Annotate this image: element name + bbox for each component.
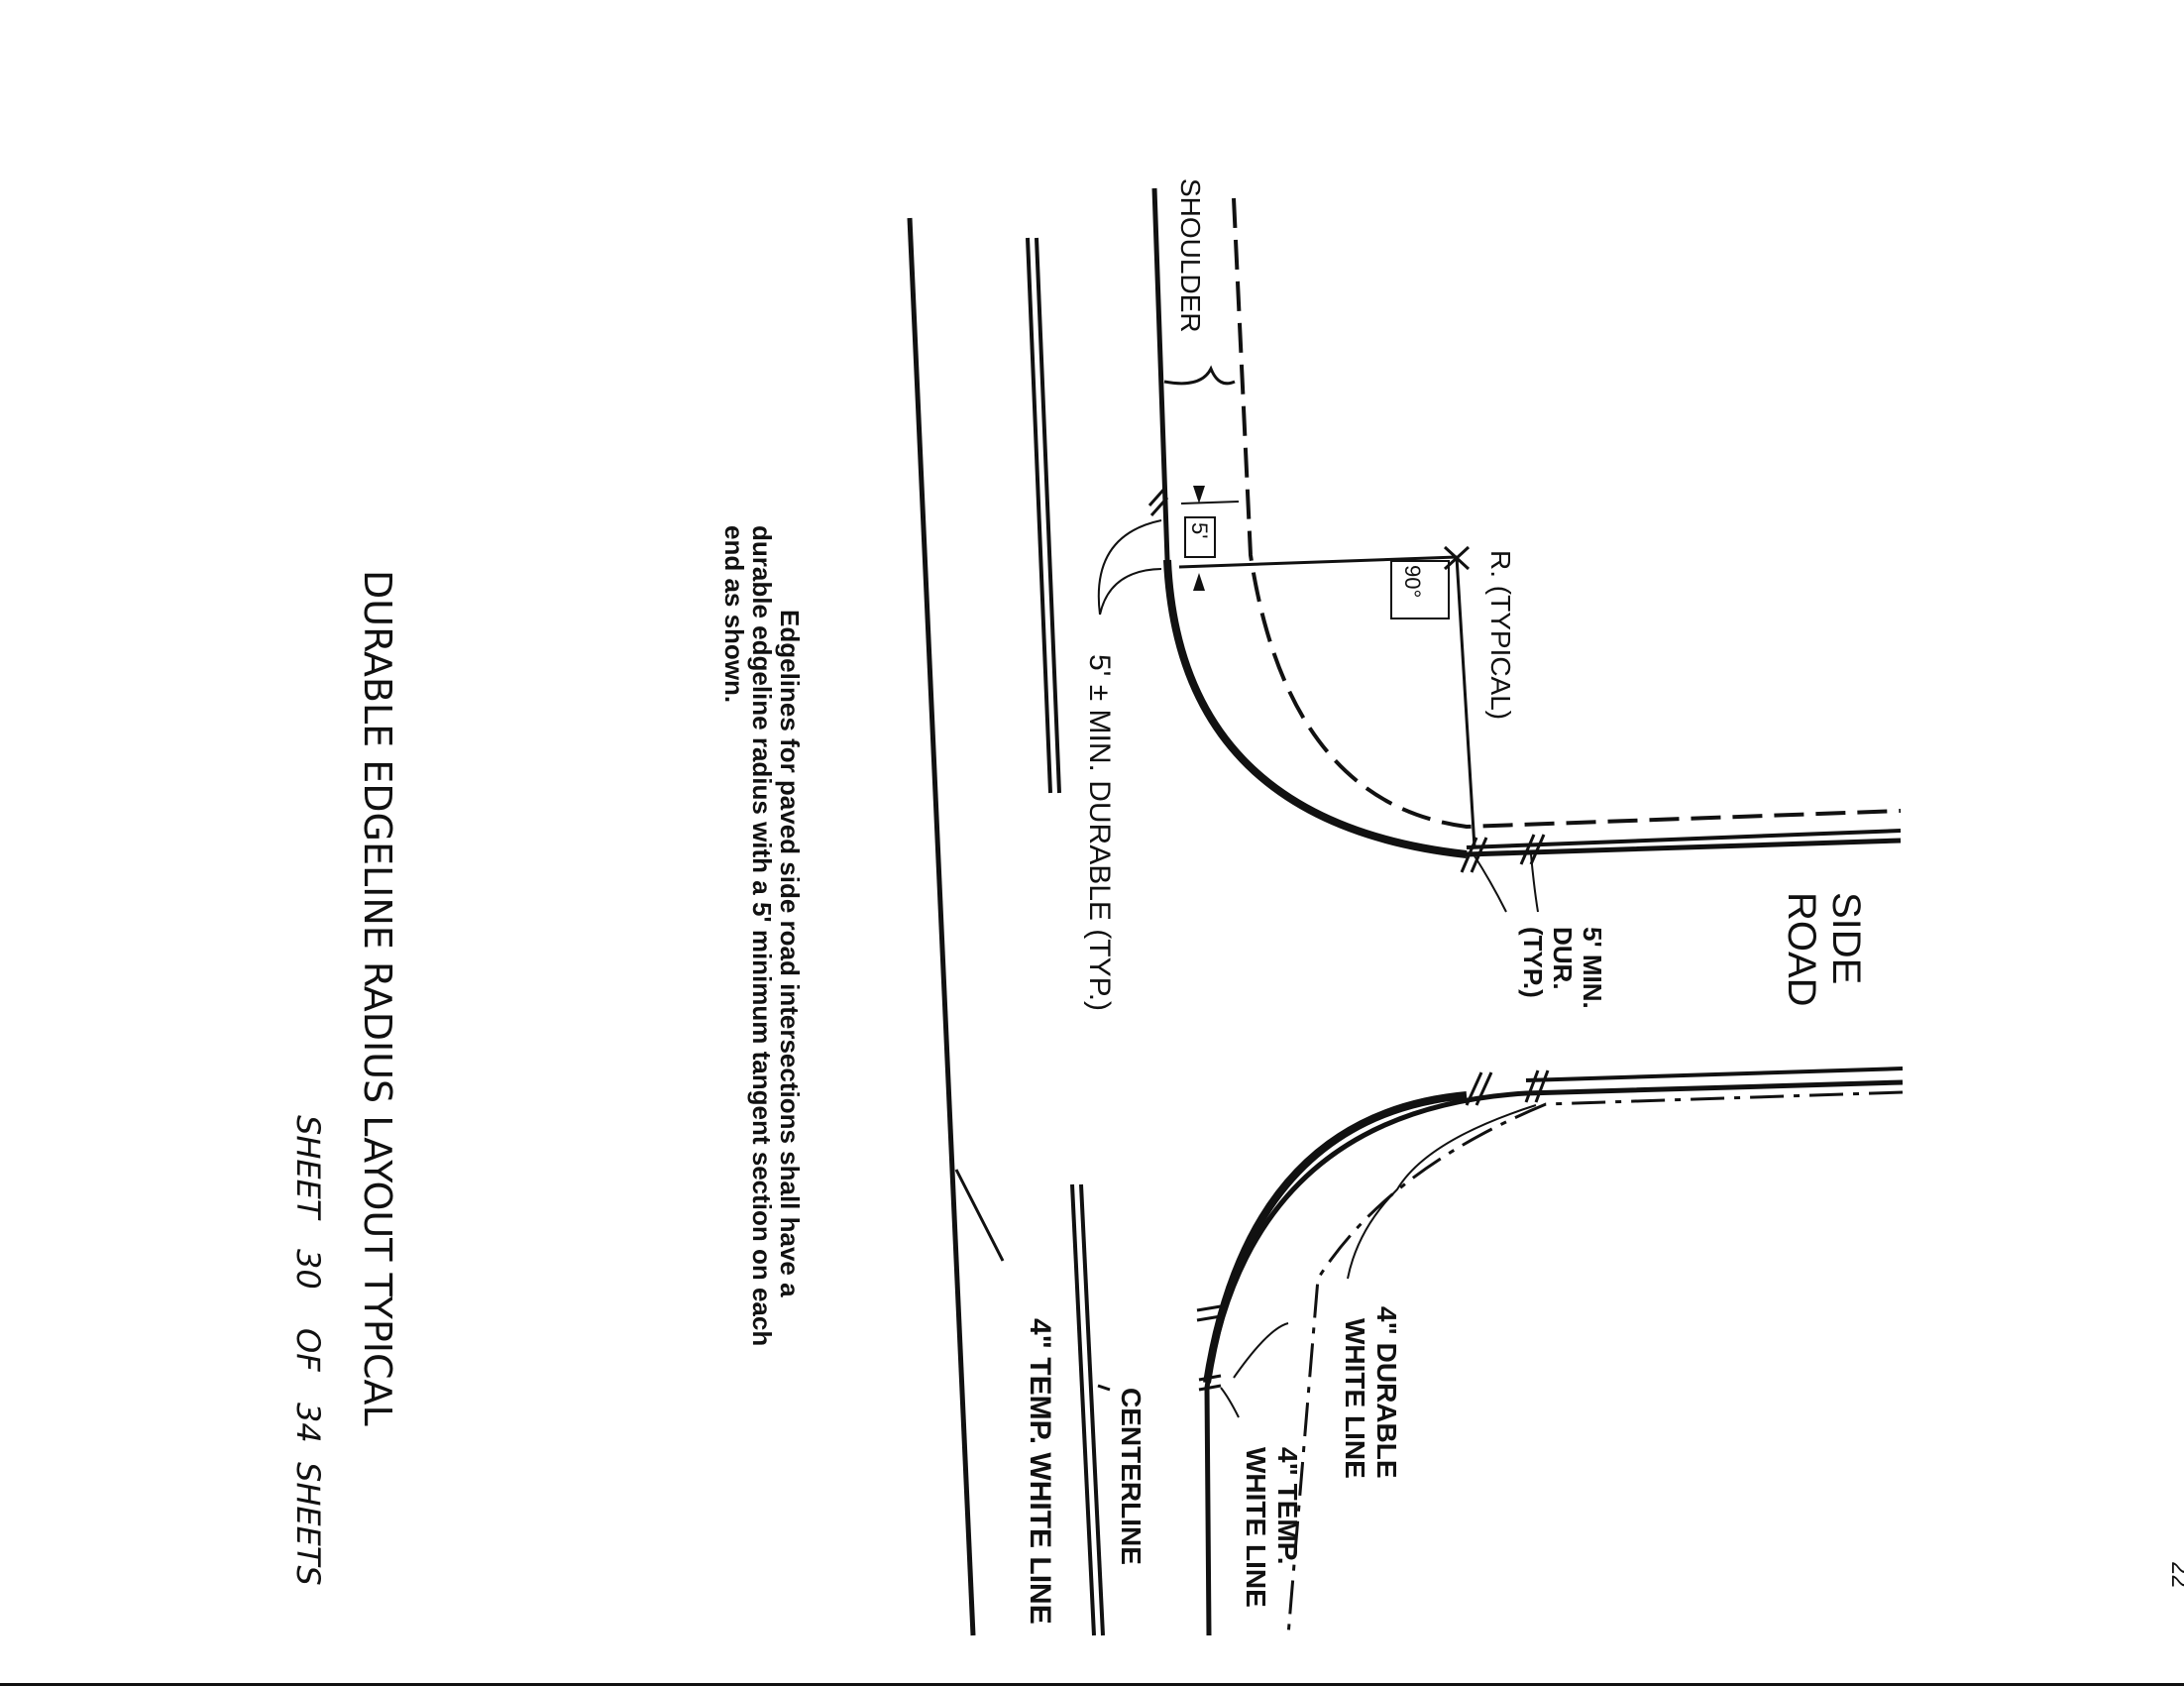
note-line-2: durable edgeline radius with a 5' minimu… <box>747 525 777 1346</box>
five-ft-label: 5' <box>1187 522 1212 538</box>
sheet-total: 34 <box>289 1403 327 1443</box>
side-road-label-2: ROAD <box>1780 892 1823 1007</box>
centerline-left-1 <box>1026 237 1052 794</box>
five-ft-dim-box <box>1184 516 1216 558</box>
main-temp-leader <box>954 1169 1005 1262</box>
durable-min-leader <box>1097 519 1162 616</box>
sheet-suffix: SHEETS <box>289 1462 327 1586</box>
radius-vertical-line <box>1455 556 1476 848</box>
sheet-info: SHEET 30 OF 34 SHEETS <box>289 1115 327 1586</box>
temp-white-leader-right <box>1220 1387 1240 1418</box>
lower-curve-thick <box>1203 1091 1468 1384</box>
centerline-leader <box>1097 1384 1111 1392</box>
five-ft-arrow-down <box>1193 573 1205 591</box>
sheet-label: SHEET <box>289 1115 327 1221</box>
durable-min-leader-2 <box>1099 568 1162 616</box>
temp-white-leader-lower <box>1233 1322 1289 1379</box>
side-road-label-1: SIDE <box>1824 892 1868 984</box>
drawing-title: DURABLE EDGELINE RADIUS LAYOUT TYPICAL <box>356 570 399 1426</box>
temp-white-main-label: 4" TEMP. WHITE LINE <box>1024 1318 1056 1625</box>
dur-min-label-3: (TYP.) <box>1518 927 1548 998</box>
five-ft-dim-line-bottom <box>1180 564 1240 568</box>
upper-shoulder-dashed-line <box>1232 197 1902 830</box>
dur-min-leader-a <box>1473 853 1507 913</box>
centerline-label: CENTERLINE <box>1116 1388 1147 1565</box>
tick-marks <box>1147 487 1550 1392</box>
centerline-right-1 <box>1070 1183 1096 1636</box>
note-line-1: Edgelines for paved side road intersecti… <box>775 610 805 1297</box>
sheet-of: OF <box>289 1328 327 1372</box>
note-line-3: end as shown. <box>719 525 749 703</box>
five-ft-dim-line-top <box>1180 501 1240 505</box>
radius-label: R. (TYPICAL) <box>1485 550 1516 720</box>
durable-min-label: 5' ± MIN. DURABLE (TYP.) <box>1083 654 1116 1011</box>
centerline-right-2 <box>1079 1183 1105 1636</box>
sheet-number: 30 <box>289 1249 327 1290</box>
five-ft-arrow-up <box>1193 486 1205 504</box>
main-edge-line <box>907 217 976 1636</box>
temp-white-label-2: WHITE LINE <box>1241 1447 1271 1608</box>
upper-shoulder-solid-edge <box>1151 187 1902 857</box>
angle-label: 90° <box>1400 565 1425 598</box>
shoulder-brace <box>1163 365 1236 386</box>
dur-min-label-1: 5' MIN. <box>1578 927 1607 1009</box>
dur-min-leader-b <box>1530 853 1539 913</box>
temp-white-label-1: 4" TEMP. <box>1272 1447 1303 1565</box>
centerline-left-2 <box>1035 237 1061 794</box>
durable-white-label-1: 4" DURABLE <box>1371 1306 1402 1479</box>
upper-curve-thick <box>1163 559 1468 858</box>
right-angle-box <box>1390 560 1450 619</box>
lower-side-road-inner-line <box>1525 1067 1904 1082</box>
durable-white-label-2: WHITE LINE <box>1340 1318 1370 1479</box>
edge-page-mark: 22 <box>2166 1561 2184 1588</box>
dur-min-label-2: DUR. <box>1548 927 1578 990</box>
shoulder-label: SHOULDER <box>1175 178 1206 333</box>
lower-dash-dot-line <box>1286 1090 1904 1636</box>
durable-white-leader <box>1347 1104 1537 1280</box>
